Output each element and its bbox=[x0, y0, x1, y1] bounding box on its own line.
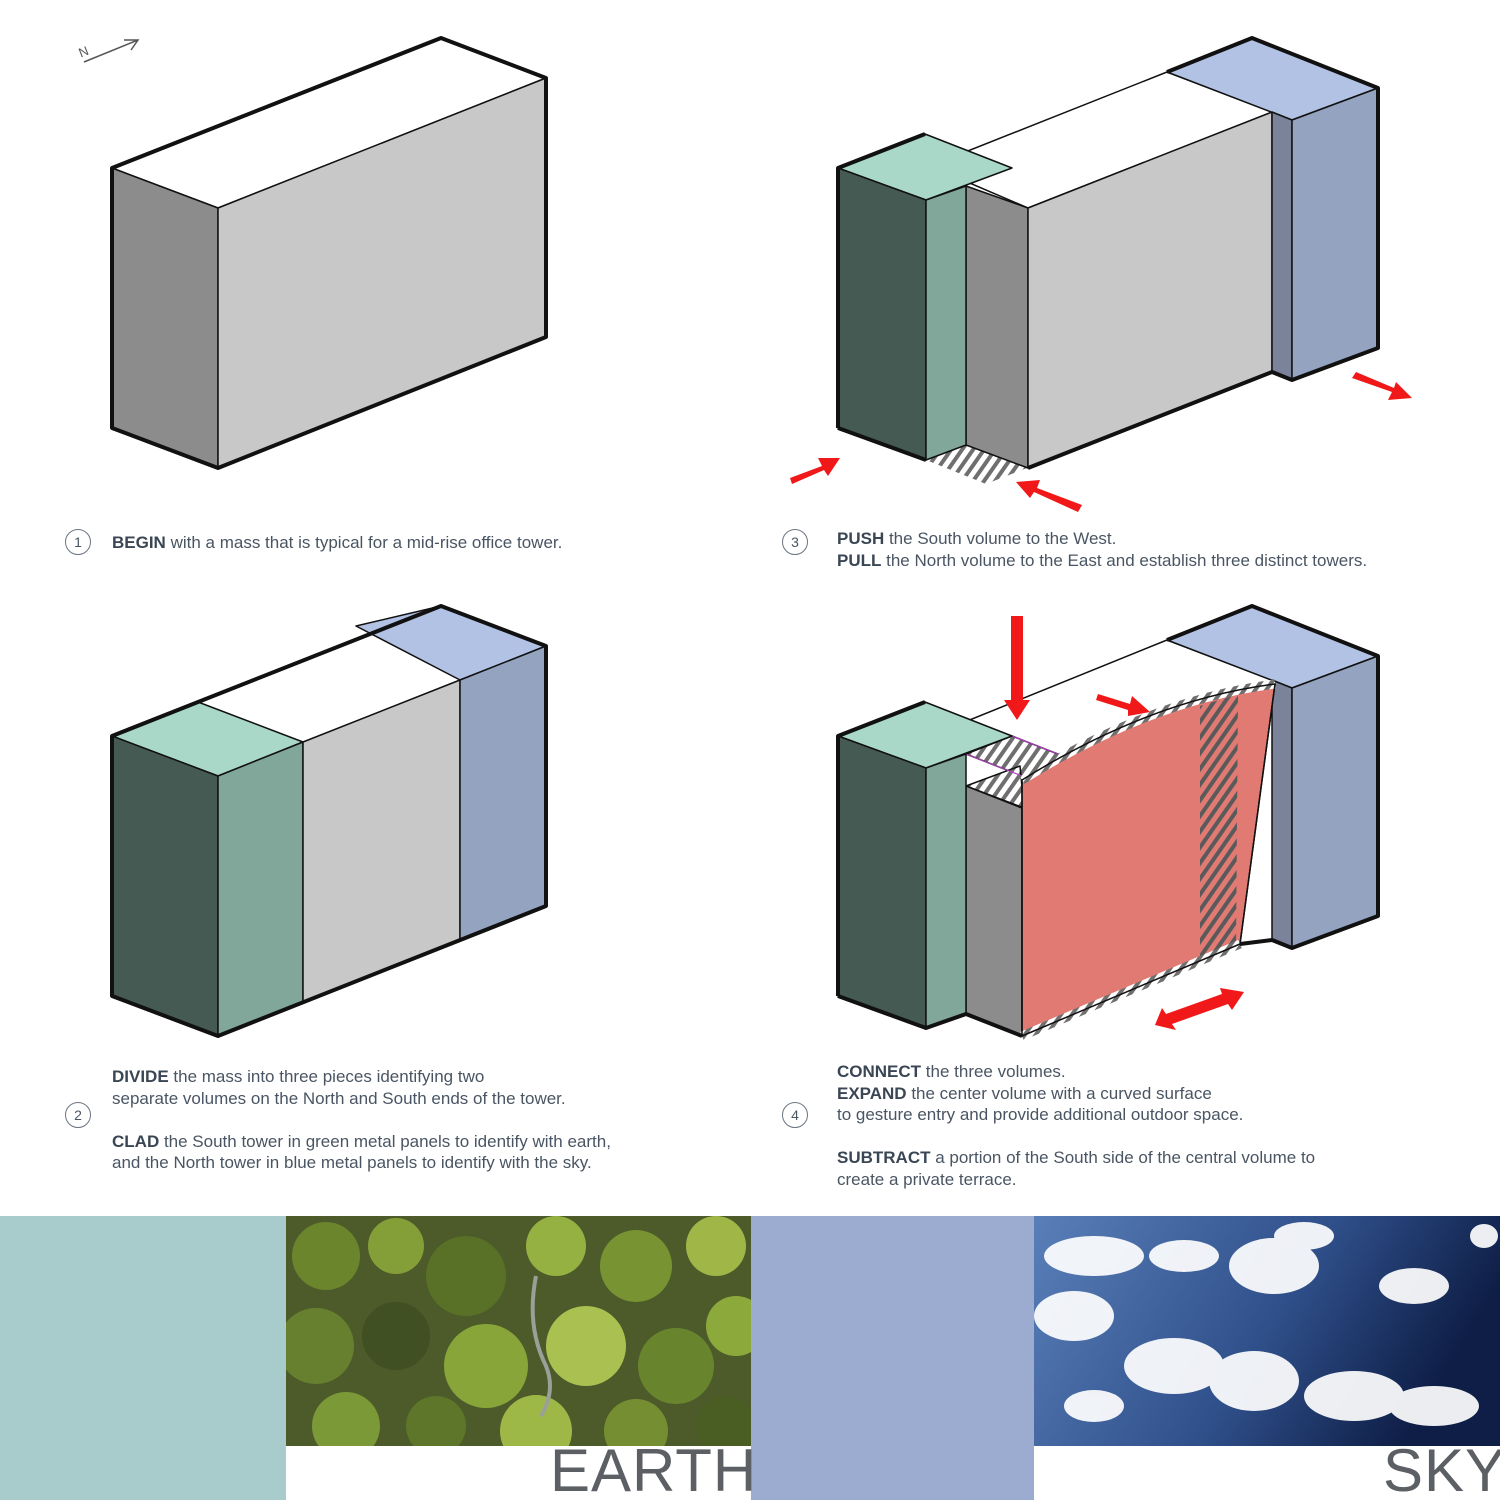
diagram-4-arrows bbox=[1004, 616, 1244, 1030]
caption-keyword: CLAD bbox=[112, 1131, 160, 1151]
caption-line: BEGIN with a mass that is typical for a … bbox=[112, 532, 562, 554]
step-number-2: 2 bbox=[65, 1102, 91, 1128]
cloudy-sky-photo bbox=[1034, 1216, 1500, 1446]
caption-text: the three volumes. bbox=[921, 1062, 1066, 1081]
push-arrow-icon bbox=[1016, 480, 1082, 512]
step-4-caption: CONNECT the three volumes.EXPAND the cen… bbox=[837, 1061, 1315, 1190]
diagram-1-mass bbox=[110, 36, 548, 470]
caption-line: SUBTRACT a portion of the South side of … bbox=[837, 1147, 1315, 1169]
caption-line: CONNECT the three volumes. bbox=[837, 1061, 1315, 1083]
massing-diagrams: N bbox=[76, 36, 1412, 1041]
caption-text: the North volume to the East and establi… bbox=[881, 550, 1368, 570]
caption-text: to gesture entry and provide additional … bbox=[837, 1105, 1244, 1124]
caption-keyword: EXPAND bbox=[837, 1083, 907, 1103]
caption-text: create a private terrace. bbox=[837, 1169, 1017, 1189]
caption-line: to gesture entry and provide additional … bbox=[837, 1104, 1315, 1126]
forest-aerial-photo bbox=[286, 1216, 751, 1446]
caption-text: the mass into three pieces identifying t… bbox=[168, 1067, 485, 1086]
step-3-caption: PUSH the South volume to the West.PULL t… bbox=[837, 528, 1367, 571]
caption-line: EXPAND the center volume with a curved s… bbox=[837, 1083, 1315, 1105]
caption-text: with a mass that is typical for a mid-ri… bbox=[165, 533, 563, 552]
caption-keyword: PUSH bbox=[837, 529, 885, 548]
caption-line: PULL the North volume to the East and es… bbox=[837, 550, 1367, 572]
caption-line bbox=[837, 1126, 1315, 1148]
earth-label: EARTH bbox=[550, 1437, 758, 1504]
caption-keyword: CONNECT bbox=[837, 1062, 922, 1081]
double-arrow-icon bbox=[1155, 988, 1244, 1030]
step-number-1: 1 bbox=[65, 529, 91, 555]
caption-line: separate volumes on the North and South … bbox=[112, 1088, 611, 1110]
caption-text: and the North tower in blue metal panels… bbox=[112, 1153, 592, 1172]
caption-line: and the North tower in blue metal panels… bbox=[112, 1152, 611, 1174]
caption-keyword: BEGIN bbox=[112, 533, 166, 552]
step-1-caption: BEGIN with a mass that is typical for a … bbox=[112, 532, 562, 554]
caption-text: separate volumes on the North and South … bbox=[112, 1088, 566, 1108]
ground-hatch bbox=[926, 445, 1027, 484]
diagram-2-divided-mass bbox=[110, 604, 548, 1038]
step-2-caption: DIVIDE the mass into three pieces identi… bbox=[112, 1066, 611, 1174]
caption-keyword: PULL bbox=[837, 550, 882, 570]
panel-texture bbox=[0, 1216, 286, 1500]
blue-metal-panel-swatch bbox=[751, 1216, 1034, 1500]
forest-image bbox=[286, 1216, 751, 1446]
caption-text: the center volume with a curved surface bbox=[906, 1083, 1212, 1103]
green-metal-panel-swatch bbox=[0, 1216, 286, 1500]
push-arrow-icon bbox=[790, 458, 840, 484]
caption-text: the South tower in green metal panels to… bbox=[159, 1131, 611, 1151]
step-number-3: 3 bbox=[782, 529, 808, 555]
caption-keyword: DIVIDE bbox=[112, 1067, 169, 1086]
north-arrow-icon bbox=[83, 39, 140, 63]
diagram-3-push-pull bbox=[836, 36, 1380, 484]
caption-line bbox=[112, 1109, 611, 1131]
expand-arrow-icon bbox=[1096, 694, 1150, 716]
caption-line: create a private terrace. bbox=[837, 1169, 1315, 1191]
caption-line: CLAD the South tower in green metal pane… bbox=[112, 1131, 611, 1153]
north-label: N bbox=[76, 43, 90, 60]
diagram-4-connect-expand bbox=[836, 604, 1380, 1041]
caption-text: a portion of the South side of the centr… bbox=[930, 1148, 1316, 1167]
diagram-3-arrows bbox=[790, 372, 1412, 512]
caption-text: the South volume to the West. bbox=[884, 529, 1117, 548]
pull-arrow-icon bbox=[1352, 372, 1412, 400]
caption-keyword: SUBTRACT bbox=[837, 1148, 931, 1167]
panel-texture bbox=[751, 1216, 1034, 1500]
caption-line: PUSH the South volume to the West. bbox=[837, 528, 1367, 550]
step-number-4: 4 bbox=[782, 1102, 808, 1128]
down-arrow-icon bbox=[1004, 616, 1030, 720]
sky-label: SKY bbox=[1383, 1437, 1500, 1504]
caption-line: DIVIDE the mass into three pieces identi… bbox=[112, 1066, 611, 1088]
sky-image bbox=[1034, 1216, 1500, 1446]
